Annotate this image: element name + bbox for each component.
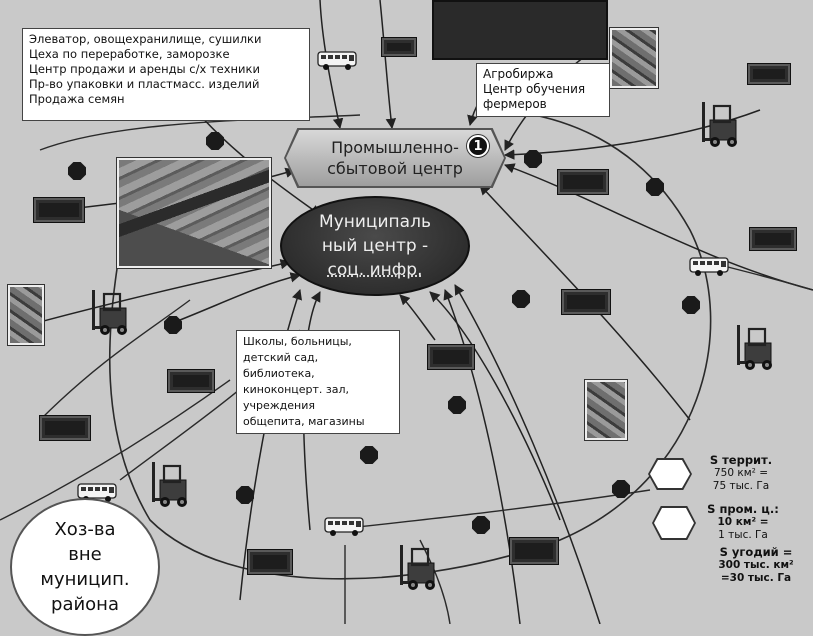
territory-area-value: 750 км² = xyxy=(694,467,788,480)
banknote-icon xyxy=(748,64,790,84)
flow-arrow xyxy=(400,295,435,340)
outside-district-line: вне xyxy=(68,542,101,567)
flow-arrow xyxy=(380,0,392,128)
agro-exchange-item: Агробиржа xyxy=(483,67,603,82)
bus-icon xyxy=(318,52,356,70)
agro-exchange-item: фермеров xyxy=(483,97,603,112)
octagon-coin-icon xyxy=(360,446,378,464)
forklift-icon xyxy=(400,545,435,590)
banknote-icon xyxy=(510,538,558,564)
outside-district-farms: Хоз-ва вне муницип. района xyxy=(10,498,160,636)
octagon-coin-icon xyxy=(512,290,530,308)
enterprise-item: Продажа семян xyxy=(29,92,303,107)
industrial-legend-shape xyxy=(652,506,696,540)
land-area-value: =30 тыс. Га xyxy=(706,572,806,585)
flow-arrow xyxy=(180,275,300,320)
bus-icon xyxy=(690,258,728,276)
territory-area-stat: S террит. 750 км² = 75 тыс. Га xyxy=(694,454,788,493)
social-item: киноконцерт. зал, xyxy=(243,382,393,398)
flow-arrow xyxy=(10,262,290,330)
land-area-value: 300 тыс. км² xyxy=(706,559,806,572)
banknote-icon xyxy=(40,416,90,440)
social-item: детский сад, xyxy=(243,350,393,366)
banknote-icon xyxy=(750,228,796,250)
banknote-icon xyxy=(34,198,84,222)
social-item: учреждения xyxy=(243,398,393,414)
outside-district-line: муницип. xyxy=(40,567,129,592)
bus-icon xyxy=(325,518,363,536)
forklift-icon xyxy=(152,462,187,507)
forklift-icon xyxy=(92,290,127,335)
industrial-center-line: сбытовой центр xyxy=(327,158,463,179)
forklift-icon xyxy=(702,102,737,147)
territory-legend-shape xyxy=(648,458,692,490)
enterprises-list-box: Элеватор, овощехранилище, сушилки Цеха п… xyxy=(22,28,310,121)
octagon-coin-icon xyxy=(612,480,630,498)
social-item: библиотека, xyxy=(243,366,393,382)
municipal-center-line: Муниципаль xyxy=(319,210,431,234)
banknote-icon xyxy=(248,550,292,574)
municipal-center: Муниципаль ный центр - соц. инфр. xyxy=(280,196,470,296)
field-photo-icon xyxy=(8,285,44,345)
harvester-photo-icon xyxy=(117,158,271,268)
social-infrastructure-box: Школы, больницы, детский сад, библиотека… xyxy=(236,330,400,434)
enterprise-item: Элеватор, овощехранилище, сушилки xyxy=(29,32,303,47)
banknote-icon xyxy=(558,170,608,194)
agro-exchange-box: Агробиржа Центр обучения фермеров xyxy=(476,63,610,117)
industrial-area-label: S пром. ц.: xyxy=(696,503,790,516)
land-area-stat: S угодий = 300 тыс. км² =30 тыс. Га xyxy=(706,546,806,585)
social-item: Школы, больницы, xyxy=(243,334,393,350)
octagon-coin-icon xyxy=(646,178,664,196)
territory-area-value: 75 тыс. Га xyxy=(694,480,788,493)
number-badge: 1 xyxy=(467,135,489,157)
field-photo-icon xyxy=(610,28,658,88)
octagon-coin-icon xyxy=(448,396,466,414)
industrial-center-line: Промышленно- xyxy=(331,137,459,158)
social-item: общепита, магазины xyxy=(243,414,393,430)
agro-exchange-item: Центр обучения xyxy=(483,82,603,97)
land-area-label: S угодий = xyxy=(706,546,806,559)
industrial-area-stat: S пром. ц.: 10 км² = 1 тыс. Га xyxy=(696,503,790,542)
banknote-icon xyxy=(428,345,474,369)
industrial-area-value: 10 км² = xyxy=(696,516,790,529)
octagon-coin-icon xyxy=(472,516,490,534)
flow-arrow xyxy=(445,290,520,624)
outside-district-line: района xyxy=(51,592,119,617)
enterprise-item: Цеха по переработке, заморозке xyxy=(29,47,303,62)
banknote-icon xyxy=(382,38,416,56)
outside-district-line: Хоз-ва xyxy=(54,517,115,542)
banknote-icon xyxy=(168,370,214,392)
industrial-area-value: 1 тыс. Га xyxy=(696,529,790,542)
municipal-center-line: ный центр - xyxy=(322,234,428,258)
enterprise-item: Пр-во упаковки и пластмасс. изделий xyxy=(29,77,303,92)
octagon-coin-icon xyxy=(236,486,254,504)
flow-arrow xyxy=(455,285,600,624)
territory-area-label: S террит. xyxy=(694,454,788,467)
octagon-coin-icon xyxy=(682,296,700,314)
municipal-center-line: соц. инфр. xyxy=(327,258,422,282)
octagon-coin-icon xyxy=(524,150,542,168)
enterprise-item: Центр продажи и аренды с/х техники xyxy=(29,62,303,77)
banknote-icon xyxy=(562,290,610,314)
octagon-coin-icon xyxy=(164,316,182,334)
header-image-block xyxy=(432,0,608,60)
forklift-icon xyxy=(737,325,772,370)
field-photo-icon xyxy=(585,380,627,440)
